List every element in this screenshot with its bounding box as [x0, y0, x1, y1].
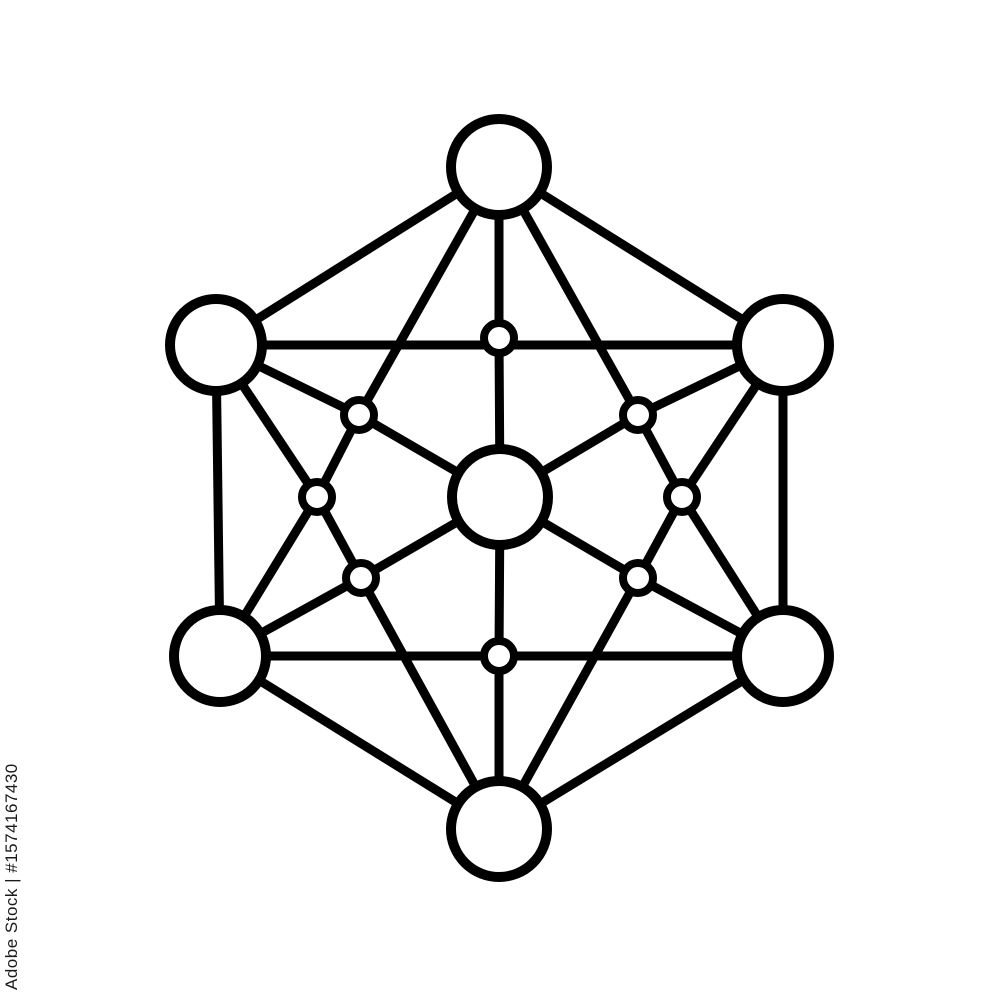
small-node-s_top [480, 319, 518, 357]
large-node-ur [732, 294, 834, 396]
large-node-lr [732, 605, 834, 707]
connection-line-lr-bot [494, 651, 788, 834]
node-circles [165, 114, 834, 882]
stock-id-watermark: Adobe Stock | #1574167430 [2, 763, 21, 990]
small-node-s_ur [619, 396, 657, 434]
connection-line-ul-ll [211, 340, 225, 661]
large-node-ul [165, 294, 267, 396]
small-node-s_ul [340, 396, 378, 434]
large-node-top [446, 114, 552, 220]
small-node-s_ll [342, 559, 380, 597]
small-node-s_l [298, 478, 336, 516]
large-node-bot [446, 776, 552, 882]
small-node-s_r [663, 478, 701, 516]
large-node-ll [169, 605, 271, 707]
small-node-s_lr [619, 559, 657, 597]
large-node-center [447, 444, 553, 550]
connection-line-top-ur [494, 162, 788, 350]
connection-line-ll-bot [215, 651, 504, 834]
connection-line-top-ul [211, 162, 504, 350]
small-node-s_bot [480, 637, 518, 675]
